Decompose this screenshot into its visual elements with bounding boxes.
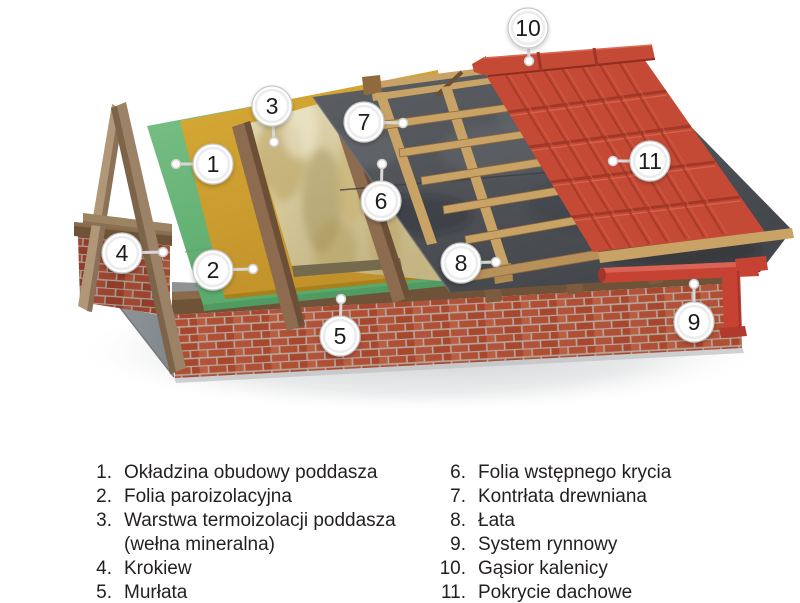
legend-item-8: 8. Łata: [428, 509, 671, 533]
callout-number: 5: [334, 323, 347, 349]
legend-item-6: 6. Folia wstępnego krycia: [428, 461, 671, 485]
callout-1: 1: [170, 143, 234, 185]
callout-8: 8: [440, 242, 502, 284]
callout-number: 7: [358, 109, 371, 135]
legend-item-7: 7. Kontrłata drewniana: [428, 485, 671, 509]
legend-item-text: Łata: [478, 510, 515, 531]
legend-item-text: Murłata: [124, 582, 188, 603]
callout-number: 3: [266, 93, 279, 119]
legend-item-number: 5.: [96, 582, 112, 603]
callout-2: 2: [192, 249, 259, 291]
legend-item-number: 8.: [450, 510, 466, 531]
legend-item-3: 3. Warstwa termoizolacji poddasza (wełna…: [84, 509, 396, 557]
legend-item-text: Gąsior kalenicy: [478, 558, 608, 579]
roof-construction-diagram: 1 2 3 4 5 6 7 8 9 10: [72, 7, 794, 414]
callout-number: 4: [116, 240, 129, 266]
legend-column-right: 6. Folia wstępnego krycia 7. Kontrłata d…: [428, 461, 672, 603]
downspout: [722, 270, 742, 334]
rafter-truss-krokiew: [78, 102, 186, 374]
legend-item-number: 3.: [96, 510, 112, 531]
callout-number: 2: [207, 257, 220, 283]
callout-number: 9: [688, 309, 701, 335]
legend-item-number: 9.: [450, 534, 466, 555]
legend-item-number: 7.: [450, 486, 466, 507]
callout-number: 1: [207, 151, 220, 177]
callout-5: 5: [319, 293, 361, 357]
callout-number: 10: [515, 15, 541, 41]
legend-item-number: 6.: [450, 462, 466, 483]
callout-number: 8: [455, 250, 468, 276]
legend-item-5: 5. Murłata: [84, 581, 396, 603]
legend-item-text: Warstwa termoizolacji poddasza (wełna mi…: [124, 510, 396, 555]
legend-item-number: 10.: [439, 558, 466, 579]
legend-column-left: 1. Okładzina obudowy poddasza 2. Folia p…: [84, 461, 396, 603]
ridge-battens: [362, 65, 507, 101]
legend-item-number: 11.: [440, 582, 466, 603]
callout-number: 6: [375, 188, 388, 214]
legend-item-text: Okładzina obudowy poddasza: [124, 462, 378, 483]
ridge-cap-gasior: [472, 44, 656, 77]
legend-item-number: 2.: [96, 486, 112, 507]
legend-item-text: System rynnowy: [478, 534, 618, 555]
legend-item-text: Folia paroizolacyjna: [124, 486, 292, 507]
legend-item-number: 4.: [96, 558, 112, 579]
legend-item-10: 10. Gąsior kalenicy: [428, 557, 671, 581]
legend-item-number: 1.: [96, 462, 112, 483]
callout-number: 11: [638, 148, 662, 174]
legend-item-2: 2. Folia paroizolacyjna: [84, 485, 396, 509]
callout-3: 3: [251, 85, 293, 148]
legend-item-1: 1. Okładzina obudowy poddasza: [84, 461, 396, 485]
legend-item-text: Kontrłata drewniana: [478, 486, 647, 507]
legend-item-11: 11. Pokrycie dachowe: [428, 581, 671, 603]
callout-7: 7: [343, 101, 409, 143]
callout-6: 6: [360, 158, 402, 222]
legend-item-9: 9. System rynnowy: [428, 533, 671, 557]
callout-9: 9: [673, 278, 715, 343]
front-brick-wall: [172, 283, 742, 378]
callout-11: 11: [607, 140, 671, 182]
legend-item-text: Pokrycie dachowe: [478, 582, 633, 603]
fascia-board: [598, 228, 794, 263]
gutter-system-rynnowy: [598, 256, 768, 338]
callout-10: 10: [507, 7, 549, 67]
legend-item-text: Folia wstępnego krycia: [478, 462, 672, 483]
legend-item-text: Krokiew: [124, 558, 192, 579]
legend-item-4: 4. Krokiew: [84, 557, 396, 581]
callout-4: 4: [101, 232, 169, 274]
